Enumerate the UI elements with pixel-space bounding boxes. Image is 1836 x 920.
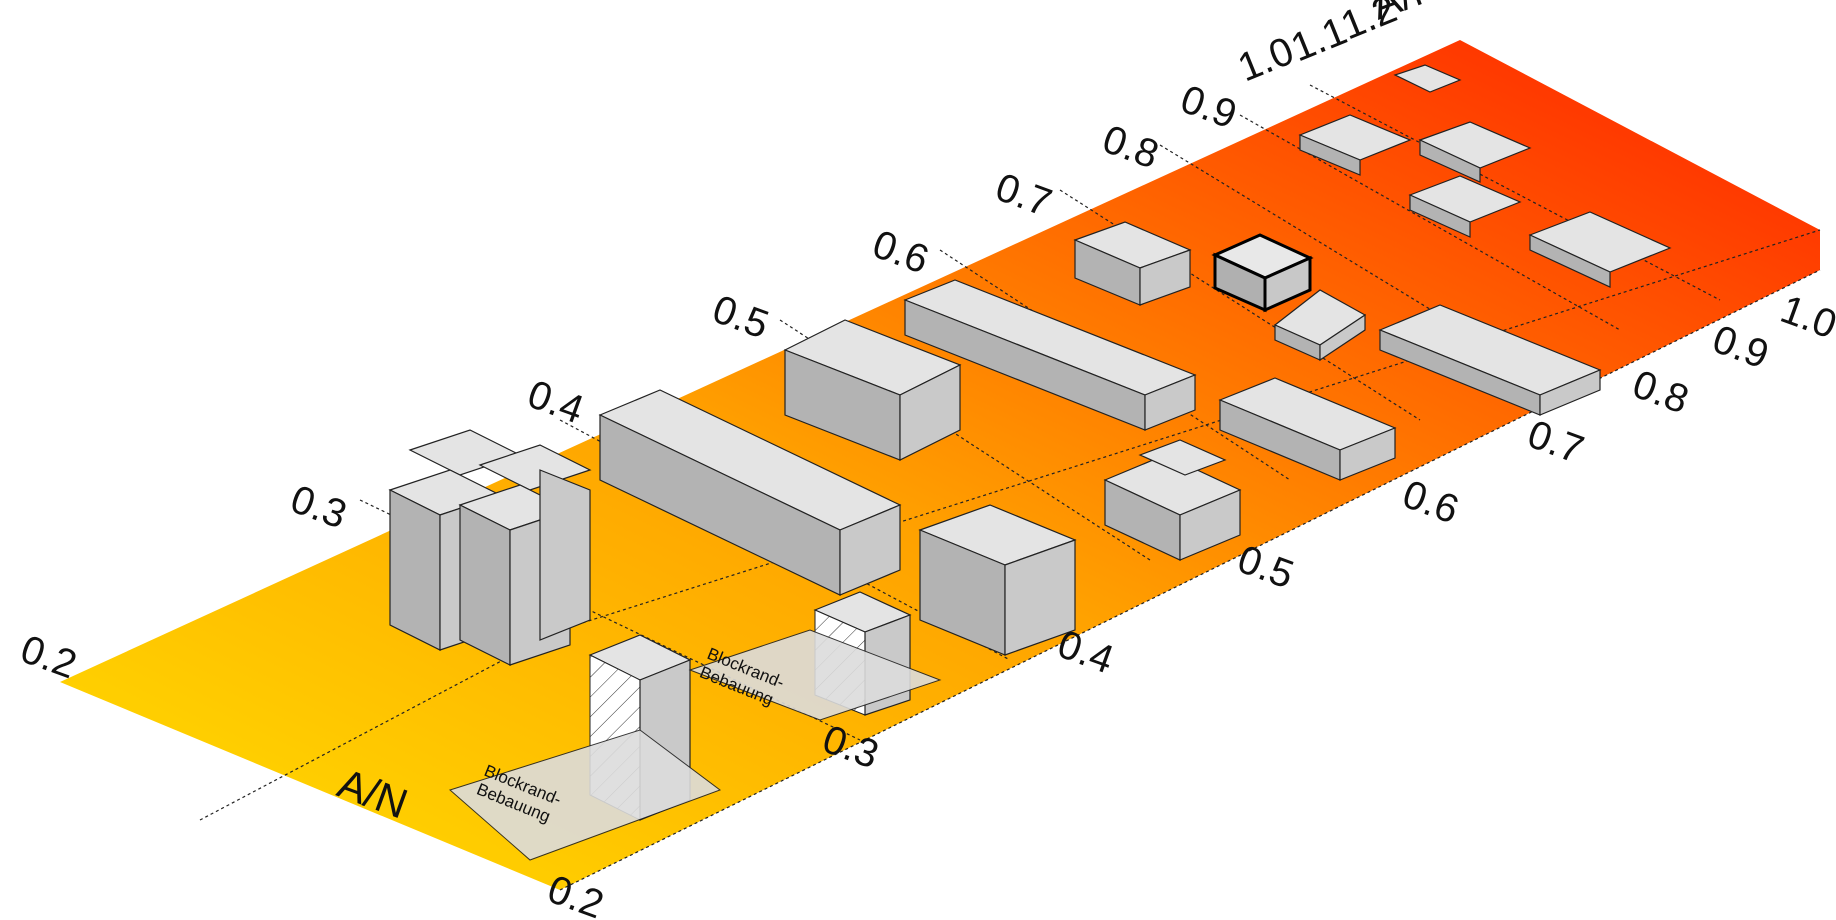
left-axis-tick-0-7: 0.7 xyxy=(990,165,1057,225)
building-slab-long xyxy=(598,389,902,596)
front-axis-tick-0-7: 0.7 xyxy=(1522,412,1589,472)
left-axis-tick-0-6: 0.6 xyxy=(867,222,934,282)
left-axis-tick-0-5: 0.5 xyxy=(707,287,774,347)
left-axis-tick-0-8: 0.8 xyxy=(1097,117,1164,177)
left-axis-tick-0-3: 0.3 xyxy=(285,477,352,537)
left-axis-tick-0-4: 0.4 xyxy=(522,372,589,432)
building-small-pair xyxy=(1073,221,1192,306)
density-plane xyxy=(60,40,1820,890)
front-axis-tick-0-9: 0.9 xyxy=(1707,317,1774,377)
building-tower-cluster xyxy=(388,429,592,666)
front-axis-tick-0-8: 0.8 xyxy=(1627,362,1694,422)
building-courtyard-cube xyxy=(918,504,1077,656)
building-stepped-cube xyxy=(1103,439,1242,561)
building-gable-house xyxy=(1273,289,1367,362)
building-row-mid xyxy=(1218,377,1397,481)
building-mid-block xyxy=(783,319,962,461)
blockrand-floor-left xyxy=(449,729,722,861)
front-axis-tick-0-6: 0.6 xyxy=(1397,472,1464,532)
building-comb-row xyxy=(1378,304,1602,416)
building-back-slabs xyxy=(1298,64,1672,288)
blockrand-floor-right xyxy=(688,629,942,721)
building-row-long xyxy=(903,279,1197,431)
front-axis-tick-1-0: 1.0 xyxy=(1775,287,1836,347)
building-hatched-tower-left xyxy=(449,634,722,861)
left-axis-tick-0-9: 0.9 xyxy=(1175,77,1242,137)
building-highlighted-box xyxy=(1211,233,1314,313)
building-hatched-tower-right xyxy=(688,591,942,721)
